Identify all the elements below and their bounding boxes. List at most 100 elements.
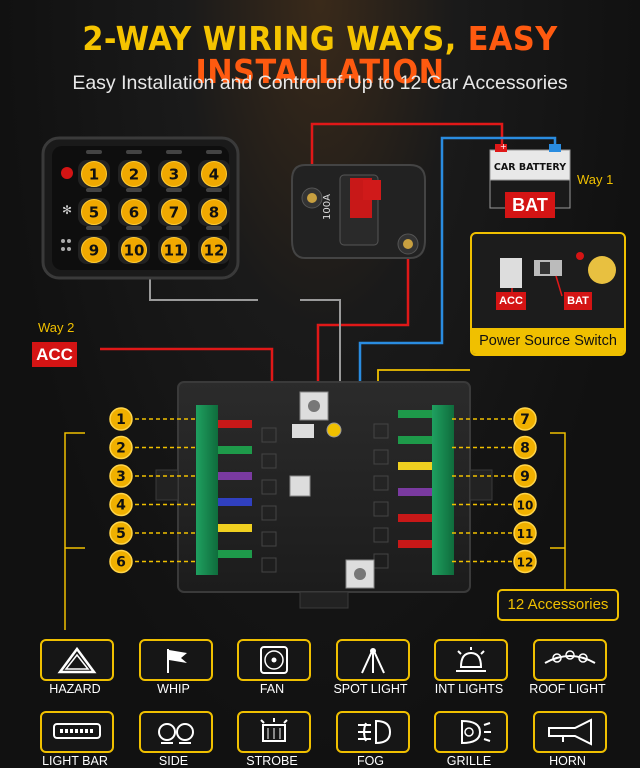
controller-button-3[interactable]: 3 — [158, 150, 190, 188]
accessory-tile-horn — [532, 711, 607, 753]
svg-text:4: 4 — [116, 498, 126, 514]
fuse-right — [398, 540, 432, 548]
accessory-tile-strobe — [237, 711, 311, 753]
accessory-tile-whip — [138, 639, 213, 681]
controller-button-12[interactable]: 12 — [198, 226, 230, 264]
controller-button-label: 12 — [204, 242, 225, 260]
acc-badge: ACC — [32, 342, 77, 367]
svg-text:7: 7 — [520, 412, 530, 428]
accessory-label: LIGHT BAR — [42, 754, 108, 768]
svg-text:10: 10 — [517, 499, 534, 513]
power-icon — [61, 167, 73, 179]
controller-button-label: 1 — [89, 166, 99, 184]
fuse-left — [218, 446, 252, 454]
svg-text:3: 3 — [116, 469, 126, 485]
controller-button-label: 10 — [124, 242, 145, 260]
fuse-left — [218, 420, 252, 428]
fuse-right — [398, 514, 432, 522]
grille-light-icon — [461, 719, 491, 745]
svg-text:+: + — [500, 142, 507, 151]
svg-text:1: 1 — [116, 412, 126, 428]
controller-button-6[interactable]: 6 — [118, 188, 150, 226]
interior-light-icon — [456, 647, 486, 672]
fuse-slots — [218, 410, 432, 573]
controller-button-9[interactable]: 9 — [78, 226, 110, 264]
svg-text:12: 12 — [517, 556, 534, 570]
controller-button-4[interactable]: 4 — [198, 150, 230, 188]
hazard-icon — [57, 646, 97, 674]
controller-button-label: 11 — [164, 242, 185, 260]
controller-button-label: 6 — [129, 204, 139, 222]
light-bar-icon — [53, 723, 101, 739]
channel-callout-8: 8 — [513, 435, 537, 460]
channel-callout-3: 3 — [109, 464, 133, 488]
bat-badge: BAT — [505, 192, 555, 218]
accessory-tile-int-lights — [434, 639, 508, 681]
channel-callout-9: 9 — [513, 464, 537, 488]
svg-text:5: 5 — [116, 526, 126, 542]
circuit-breaker: 100A — [291, 164, 426, 259]
left-bracket — [64, 432, 85, 630]
controller-button-label: 7 — [169, 204, 179, 222]
title-part-yellow: 2-WAY WIRING WAYS, — [82, 19, 457, 58]
accessory-tile-spot-light — [335, 639, 410, 681]
title-part-orange: EASY INSTALLATION — [195, 19, 558, 91]
way-2-label: Way 2 — [38, 320, 75, 335]
accessory-label: FOG — [356, 754, 385, 768]
fan-icon — [260, 646, 288, 674]
fog-light-icon — [357, 719, 391, 745]
controller-button-11[interactable]: 11 — [158, 226, 190, 264]
accessory-label: STROBE — [246, 754, 298, 768]
right-bracket — [550, 432, 566, 590]
fuse-right — [398, 488, 432, 496]
controller-button-10[interactable]: 10 — [118, 226, 150, 264]
battery-label: CAR BATTERY — [494, 162, 566, 173]
wire-blue-ground — [358, 136, 557, 570]
way-1-label: Way 1 — [577, 172, 614, 187]
controller-button-8[interactable]: 8 — [198, 188, 230, 226]
accessory-label: SIDE — [158, 754, 189, 768]
battery-negative-terminal — [549, 144, 561, 152]
strobe-icon — [260, 718, 288, 742]
controller-button-2[interactable]: 2 — [118, 150, 150, 188]
wire-red-box — [316, 246, 410, 395]
accessory-label: ROOF LIGHT — [529, 682, 606, 696]
controller-button-7[interactable]: 7 — [158, 188, 190, 226]
accessory-tile-hazard — [40, 639, 114, 681]
fuse-left — [218, 550, 252, 558]
accessory-label: INT LIGHTS — [434, 682, 504, 696]
accessory-label: FAN — [259, 682, 285, 696]
fuse-left — [218, 524, 252, 532]
accessories-count-label: 12 Accessories — [497, 589, 619, 621]
power-source-switch-panel: ACC BAT Power Source Switch — [470, 232, 626, 356]
svg-text:11: 11 — [517, 527, 534, 541]
channel-callout-1: 1 — [109, 407, 133, 431]
power-source-switch-label: Power Source Switch — [472, 328, 624, 354]
channel-callout-12: 12 — [513, 549, 537, 574]
horn-icon — [547, 718, 592, 746]
page-title: 2-WAY WIRING WAYS, EASY INSTALLATION — [26, 22, 615, 88]
svg-text:9: 9 — [520, 469, 530, 485]
accessory-tile-grille — [434, 711, 508, 753]
accessory-label: HORN — [549, 754, 586, 768]
whip-flag-icon — [166, 649, 187, 673]
fuse-right — [398, 410, 432, 418]
fuse-right — [398, 436, 432, 444]
svg-text:8: 8 — [520, 441, 530, 457]
controller-button-5[interactable]: 5 — [78, 188, 110, 226]
controller-button-label: 5 — [89, 204, 99, 222]
accessory-label: WHIP — [157, 682, 190, 696]
accessory-label: GRILLE — [446, 754, 492, 768]
accessory-label: HAZARD — [49, 682, 101, 696]
svg-text:6: 6 — [116, 555, 126, 571]
battery-positive-terminal — [495, 144, 507, 152]
controller-button-1[interactable]: 1 — [78, 150, 110, 188]
light-icon: ✻ — [62, 203, 72, 217]
channel-callout-5: 5 — [109, 521, 133, 545]
controller-button-label: 9 — [89, 242, 99, 260]
channel-callout-11: 11 — [513, 521, 537, 545]
